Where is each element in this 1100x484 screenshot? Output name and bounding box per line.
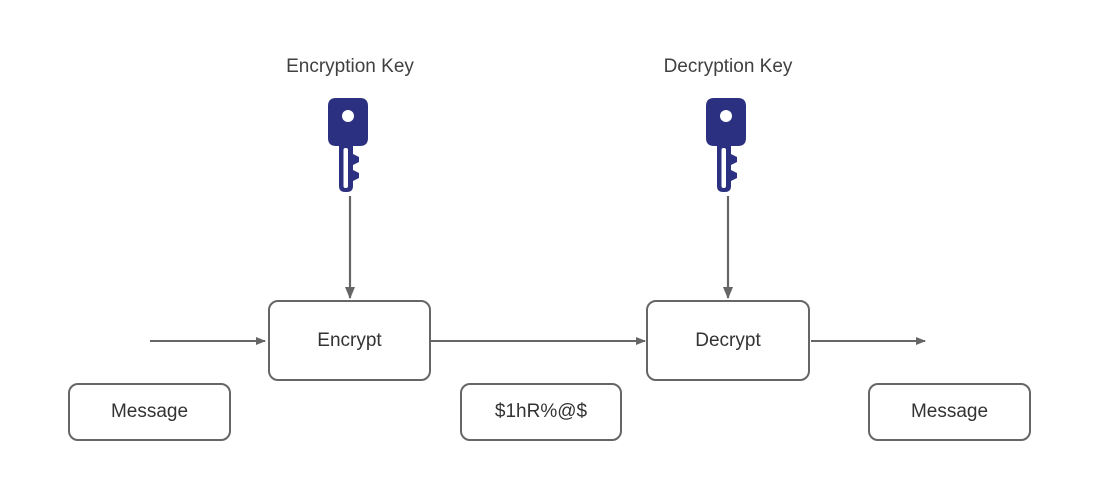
- key-icon: [706, 98, 746, 192]
- encrypt-process-box[interactable]: Encrypt: [268, 300, 431, 381]
- key-icon: [328, 98, 368, 192]
- decryption-key-label: Decryption Key: [663, 56, 793, 77]
- decrypt-process-box[interactable]: Decrypt: [646, 300, 810, 381]
- output-message-box[interactable]: Message: [868, 383, 1031, 441]
- encryption-key-label: Encryption Key: [286, 56, 414, 77]
- ciphertext-box[interactable]: $1hR%@$: [460, 383, 622, 441]
- input-message-box[interactable]: Message: [68, 383, 231, 441]
